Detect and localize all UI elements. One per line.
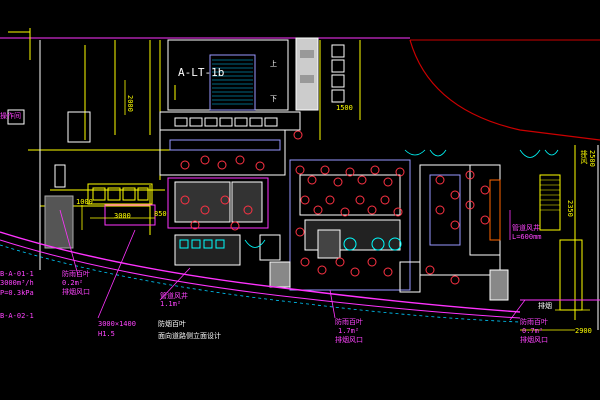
dim-2000-vertical: 2000 [126, 95, 134, 112]
center-tag: 管道风井 [160, 292, 188, 300]
dim-1000: 1000 [76, 198, 93, 206]
stair-id-label: A-LT-1b [178, 66, 225, 79]
dim-2350: 2350 [566, 200, 574, 217]
left-room-outline [7, 40, 91, 270]
dim-850: 850 [154, 210, 167, 218]
center-note-2: 面向道路侧立面设计 [158, 332, 221, 340]
right-sign-label: 排风 [580, 150, 588, 164]
bottom-note-2: 排烟风口 [335, 336, 363, 344]
grid-axis-marks [8, 28, 361, 235]
right-note-2-value: 0.7m² [522, 327, 544, 335]
dim-1500: 1500 [336, 104, 353, 112]
left-tag-1: B-A-01-1 [0, 270, 34, 278]
left-tag-1-pressure: P=0.3kPa [0, 289, 34, 297]
bottom-wall-dash [0, 244, 521, 323]
right-note-1: 管道风井 [512, 224, 540, 232]
bottom-note-1-value: 1.7m² [338, 327, 360, 335]
bottom-note-1: 防雨百叶 [335, 318, 363, 326]
stair-up-mark: 上 [270, 60, 277, 68]
duct-height: H1.5 [98, 330, 115, 338]
right-note-1-value: L=600mm [512, 233, 542, 241]
vent-note-1: 防雨百叶 [62, 270, 90, 278]
right-note-2: 防雨百叶 [520, 318, 548, 326]
equipment-markers [180, 130, 490, 285]
right-duct-label: 排烟 [538, 302, 552, 310]
right-duct-shaft [520, 145, 600, 330]
dim-3000: 3000 [114, 212, 131, 220]
center-note-1: 防烟百叶 [158, 320, 186, 328]
duct-size: 3000×1400 [98, 320, 136, 328]
bottom-wall-curve [0, 231, 521, 313]
stair-down-mark: 下 [270, 95, 277, 103]
left-equipment-block [87, 183, 156, 226]
center-tag-value: 1.1m² [160, 300, 182, 308]
left-tag-1-value: 3000m³/h [0, 279, 34, 287]
dim-2500: 2500 [588, 150, 596, 167]
left-room-label: 操作间 [0, 112, 21, 120]
dimension-lines [81, 80, 590, 331]
site-boundary-curve [409, 39, 600, 141]
stairwell [167, 37, 345, 111]
left-tag-2: B-A-02-1 [0, 312, 34, 320]
dim-2900: 2900 [575, 327, 592, 335]
right-note-3: 排烟风口 [520, 336, 548, 344]
vent-note-1-extra: 排烟风口 [62, 288, 90, 296]
vent-note-1-size: 0.2m² [62, 279, 84, 287]
door-swings [244, 149, 559, 248]
kitchen-floor-plan [159, 111, 509, 301]
annotation-leaders [59, 209, 526, 321]
